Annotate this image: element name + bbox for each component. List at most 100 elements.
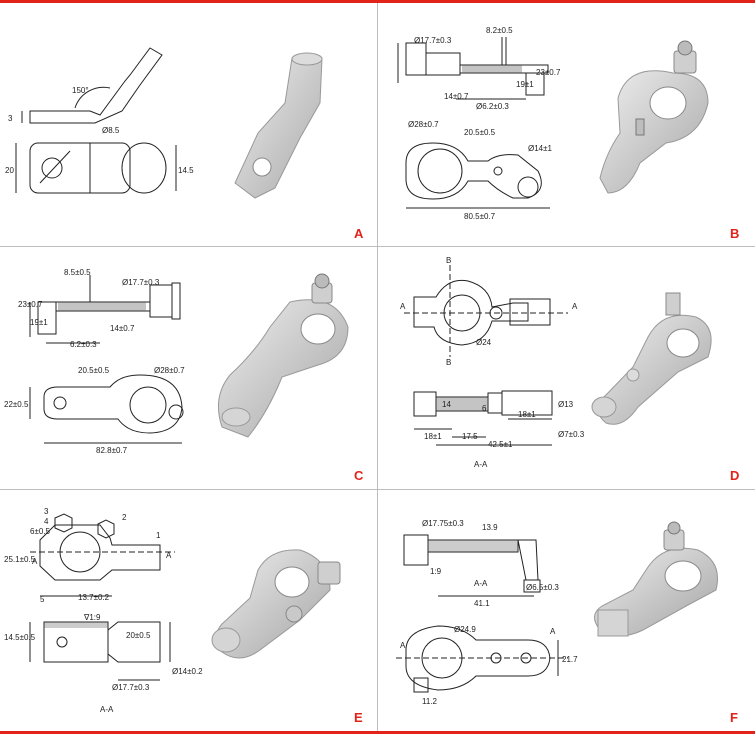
dims-f: Ø17.75±0.3 13.9 1:9 A-A Ø6.5±0.3 41.1 Ø2… [400, 519, 578, 706]
dim-f-0: Ø17.75±0.3 [422, 519, 464, 528]
dim-b-0: Ø17.7±0.3 [414, 36, 452, 45]
dim-f-5: 41.1 [474, 599, 490, 608]
photo-d [591, 292, 712, 425]
dim-f-8: A [550, 627, 556, 636]
dims-b: Ø17.7±0.3 8.2±0.5 14±0.7 19±1 23±0.7 Ø6.… [408, 26, 561, 221]
dim-b-9: 80.5±0.7 [464, 212, 496, 221]
photo-f [594, 521, 718, 637]
dim-f-9: 21.7 [562, 655, 578, 664]
dim-c-6: 20.5±0.5 [78, 366, 110, 375]
drawing-b [397, 37, 550, 209]
dim-e-3: 1 [156, 531, 161, 540]
bottom-accent-bar [0, 731, 755, 734]
panel-a-letter: A [354, 226, 364, 241]
photo-e [211, 549, 341, 659]
dims-e: 3 4 2 1 6±0.5 25.1±0.5 A A 5 13.7±0.2 ∇1… [4, 507, 203, 714]
photo-c [217, 273, 349, 438]
dim-f-7: A [400, 641, 406, 650]
dim-c-3: 19±1 [30, 318, 48, 327]
dim-f-4: Ø6.5±0.3 [526, 583, 559, 592]
column-divider [377, 3, 378, 731]
panel-c-letter: C [354, 468, 364, 483]
dim-b-8: Ø14±1 [528, 144, 553, 153]
dim-b-5: Ø6.2±0.3 [476, 102, 509, 111]
dim-b-7: 20.5±0.5 [464, 128, 496, 137]
dim-b-6: Ø28±0.7 [408, 120, 439, 129]
photo-a [234, 52, 323, 199]
row-divider-2 [0, 489, 755, 490]
dim-f-6: Ø24.9 [454, 625, 476, 634]
dim-d-0: B [446, 256, 451, 265]
dim-f-2: 1:9 [430, 567, 442, 576]
dim-d-11: 42.5±1 [488, 440, 513, 449]
dim-d-12: Ø7±0.3 [558, 430, 585, 439]
dim-f-1: 13.9 [482, 523, 498, 532]
dim-d-7: Ø13 [558, 400, 574, 409]
drawing-a [15, 47, 177, 194]
dim-c-9: 82.8±0.7 [96, 446, 128, 455]
dim-a-3: 20 [5, 166, 14, 175]
dim-b-4: 23±0.7 [536, 68, 561, 77]
panel-e-letter: E [354, 710, 363, 725]
top-accent-bar [0, 0, 755, 3]
dim-e-10: ∇1:9 [83, 613, 101, 622]
dim-d-1: A [400, 302, 406, 311]
panel-b: Ø17.7±0.3 8.2±0.5 14±0.7 19±1 23±0.7 Ø6.… [378, 3, 755, 246]
dim-d-4: B [446, 358, 451, 367]
dim-d-3: Ø24 [476, 338, 492, 347]
dim-c-4: 6.2±0.3 [70, 340, 97, 349]
dim-e-13: Ø17.7±0.3 [112, 683, 150, 692]
dim-d-13: A-A [474, 460, 488, 469]
dim-e-14: Ø14±0.2 [172, 667, 203, 676]
dim-e-2: 2 [122, 513, 127, 522]
dim-e-4: 6±0.5 [30, 527, 51, 536]
dim-e-1: 4 [44, 517, 49, 526]
dim-a-0: 150° [72, 86, 89, 95]
dim-c-8: 22±0.5 [4, 400, 29, 409]
dims-d: B A A Ø24 B 14 6 Ø13 18±1 18±1 17.5 42.5… [400, 256, 585, 469]
photo-b [599, 40, 709, 194]
panel-f: Ø17.75±0.3 13.9 1:9 A-A Ø6.5±0.3 41.1 Ø2… [378, 490, 755, 731]
dim-a-2: Ø8.5 [102, 126, 120, 135]
dim-c-2: 23±0.7 [18, 300, 43, 309]
dim-c-5: 14±0.7 [110, 324, 135, 333]
dim-e-15: A-A [100, 705, 114, 714]
panel-d-letter: D [730, 468, 740, 483]
dim-c-7: Ø28±0.7 [154, 366, 185, 375]
panel-c: 8.5±0.5 Ø17.7±0.3 23±0.7 19±1 6.2±0.3 14… [0, 247, 377, 489]
drawing-c [29, 275, 184, 444]
dim-b-2: 14±0.7 [444, 92, 469, 101]
dim-e-0: 3 [44, 507, 49, 516]
panel-d: B A A Ø24 B 14 6 Ø13 18±1 18±1 17.5 42.5… [378, 247, 755, 489]
dim-d-6: 6 [482, 404, 487, 413]
dim-c-0: 8.5±0.5 [64, 268, 91, 277]
panel-b-letter: B [730, 226, 740, 241]
dims-c: 8.5±0.5 Ø17.7±0.3 23±0.7 19±1 6.2±0.3 14… [4, 268, 185, 455]
row-divider-1 [0, 246, 755, 247]
dim-d-2: A [572, 302, 578, 311]
dim-e-7: A [166, 551, 172, 560]
panel-e: 3 4 2 1 6±0.5 25.1±0.5 A A 5 13.7±0.2 ∇1… [0, 490, 377, 731]
dim-b-3: 19±1 [516, 80, 534, 89]
panel-f-letter: F [730, 710, 738, 725]
dim-f-10: 11.2 [422, 697, 438, 706]
drawing-e [29, 513, 175, 681]
drawing-d [404, 265, 568, 446]
dim-d-8: 18±1 [424, 432, 442, 441]
dim-e-9: 13.7±0.2 [78, 593, 110, 602]
dim-e-6: A [32, 557, 38, 566]
dim-a-4: 14.5 [178, 166, 194, 175]
dims-a: 150° 3 Ø8.5 20 14.5 [5, 86, 194, 175]
dim-e-12: 14.5±0.5 [4, 633, 36, 642]
drawing-f [396, 534, 568, 693]
dim-d-5: 14 [442, 400, 451, 409]
dim-f-3: A-A [474, 579, 488, 588]
dim-c-1: Ø17.7±0.3 [122, 278, 160, 287]
dim-d-9: 18±1 [518, 410, 536, 419]
dim-a-1: 3 [8, 114, 13, 123]
dim-e-8: 5 [40, 595, 45, 604]
dim-e-11: 20±0.5 [126, 631, 151, 640]
dim-d-10: 17.5 [462, 432, 478, 441]
panel-a: 150° 3 Ø8.5 20 14.5 A [0, 3, 377, 246]
dim-b-1: 8.2±0.5 [486, 26, 513, 35]
